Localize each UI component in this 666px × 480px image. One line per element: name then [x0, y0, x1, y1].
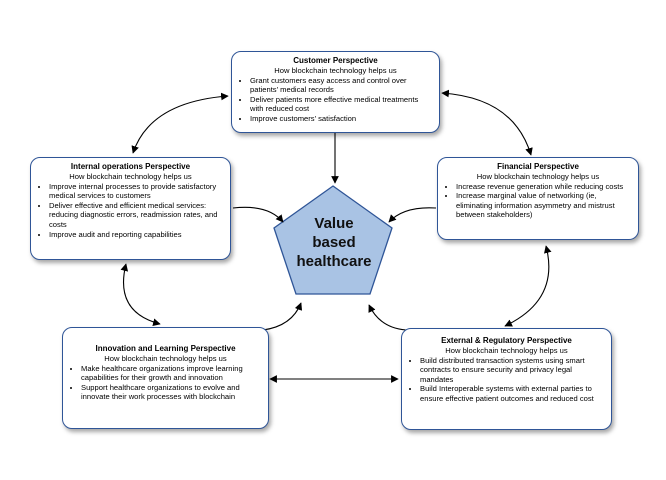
arrow-external-to-center	[368, 304, 407, 331]
internal-operations-perspective-box: Internal operations Perspective How bloc…	[30, 157, 231, 260]
internal-operations-perspective-title: Internal operations Perspective	[70, 162, 191, 171]
list-item: Make healthcare organizations improve le…	[81, 364, 262, 383]
internal-operations-perspective-subtitle: How blockchain technology helps us	[69, 172, 192, 181]
customer-perspective-list: Grant customers easy access and control …	[238, 76, 433, 124]
external-regulatory-perspective-box: External & Regulatory Perspective How bl…	[401, 328, 612, 430]
arrow-financial-to-center	[388, 207, 437, 223]
arrow-innovation-to-center	[262, 302, 303, 331]
list-item: Deliver patients more effective medical …	[250, 95, 433, 114]
innovation-learning-perspective-list: Make healthcare organizations improve le…	[69, 364, 262, 402]
list-item: Increase marginal value of networking (i…	[456, 191, 632, 220]
internal-operations-perspective-list: Improve internal processes to provide sa…	[37, 182, 224, 240]
financial-perspective-subtitle: How blockchain technology helps us	[476, 172, 600, 181]
innovation-learning-perspective-subtitle: How blockchain technology helps us	[104, 354, 227, 363]
center-label: Value based healthcare	[278, 214, 390, 271]
center-label-line1: Value	[314, 215, 354, 232]
financial-perspective-box: Financial Perspective How blockchain tec…	[437, 157, 639, 240]
value-pentagon	[273, 185, 393, 295]
list-item: Improve customers' satisfaction	[250, 114, 433, 124]
arrow-customer-financial	[441, 89, 533, 156]
center-label-line3: healthcare	[296, 253, 372, 270]
list-item: Improve internal processes to provide sa…	[49, 182, 224, 201]
list-item: Increase revenue generation while reduci…	[456, 182, 632, 192]
center-label-line2: based	[312, 234, 356, 251]
customer-perspective-box: Customer Perspective How blockchain tech…	[231, 51, 440, 133]
arrow-internal-to-center	[232, 206, 284, 223]
arrow-financial-external	[504, 245, 552, 327]
list-item: Improve audit and reporting capabilities	[49, 230, 224, 240]
innovation-learning-perspective-title: Innovation and Learning Perspective	[95, 344, 236, 353]
customer-perspective-title: Customer Perspective	[293, 56, 378, 65]
financial-perspective-list: Increase revenue generation while reduci…	[444, 182, 632, 220]
list-item: Deliver effective and efficient medical …	[49, 201, 224, 230]
list-item: Support healthcare organizations to evol…	[81, 383, 262, 402]
arrow-internal-innovation	[120, 263, 161, 326]
list-item: Build Interoperable systems with externa…	[420, 384, 605, 403]
financial-perspective-title: Financial Perspective	[497, 162, 579, 171]
external-regulatory-perspective-subtitle: How blockchain technology helps us	[445, 346, 568, 355]
list-item: Build distributed transaction systems us…	[420, 356, 605, 385]
arrow-internal-customer	[131, 92, 229, 154]
customer-perspective-subtitle: How blockchain technology helps us	[274, 66, 397, 75]
innovation-learning-perspective-box: Innovation and Learning Perspective How …	[62, 327, 269, 429]
external-regulatory-perspective-title: External & Regulatory Perspective	[441, 336, 572, 345]
external-regulatory-perspective-list: Build distributed transaction systems us…	[408, 356, 605, 404]
list-item: Grant customers easy access and control …	[250, 76, 433, 95]
